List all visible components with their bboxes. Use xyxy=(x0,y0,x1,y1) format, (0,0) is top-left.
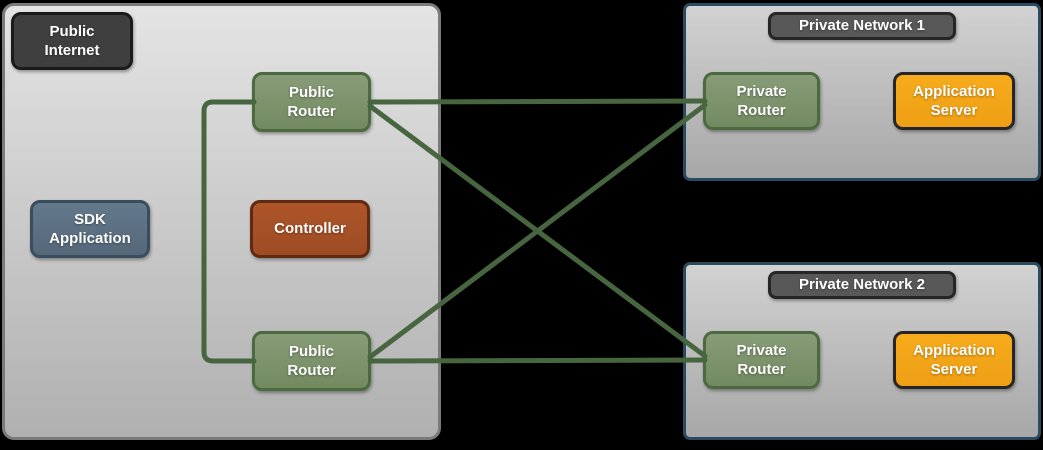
private-network-2-zone: Private Network 2 Private Router Applica… xyxy=(683,262,1041,440)
private-router-2: Private Router xyxy=(703,331,820,389)
application-server-1: Application Server xyxy=(893,72,1015,130)
private-network-1-label: Private Network 1 xyxy=(768,12,956,40)
private-router-1: Private Router xyxy=(703,72,820,130)
sdk-application-node: SDK Application xyxy=(30,200,150,258)
private-network-2-label: Private Network 2 xyxy=(768,271,956,299)
application-server-2: Application Server xyxy=(893,331,1015,389)
public-router-bottom: Public Router xyxy=(252,331,371,391)
controller-node: Controller xyxy=(250,200,370,258)
public-internet-zone: Public Internet Public Router SDK Applic… xyxy=(2,3,441,440)
private-network-1-zone: Private Network 1 Private Router Applica… xyxy=(683,3,1041,181)
public-internet-label: Public Internet xyxy=(11,12,133,70)
public-router-top: Public Router xyxy=(252,72,371,132)
